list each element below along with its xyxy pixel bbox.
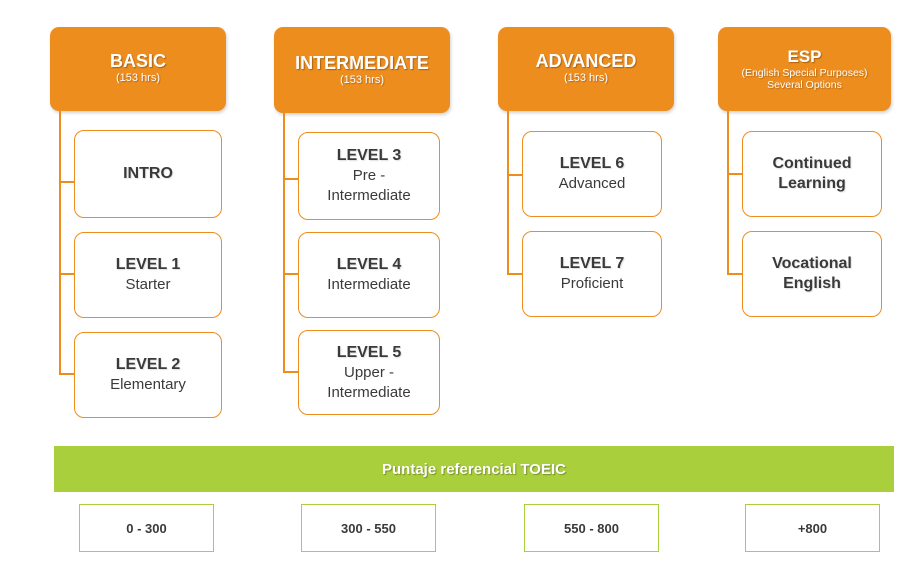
header-subtitle: (English Special Purposes) (741, 67, 868, 79)
level-name-cont: Intermediate (327, 383, 411, 401)
connector-line (59, 111, 61, 374)
toeic-score-basic: 0 - 300 (79, 504, 214, 552)
level-title: LEVEL 3 (336, 147, 402, 164)
header-title: ESP (787, 47, 822, 66)
level-box-level-7: LEVEL 7 Proficient (522, 231, 662, 317)
level-box-continued-learning: Continued Learning (742, 131, 882, 217)
header-esp: ESP (English Special Purposes) Several O… (718, 27, 891, 111)
toeic-banner: Puntaje referencial TOEIC (54, 446, 894, 492)
toeic-score-esp: +800 (745, 504, 880, 552)
level-title: LEVEL 5 (336, 343, 402, 361)
header-hours: (153 hrs) (563, 72, 609, 84)
connector-line (507, 273, 522, 275)
level-box-level-2: LEVEL 2 Elementary (74, 332, 222, 418)
header-advanced: ADVANCED (153 hrs) (498, 27, 674, 111)
header-basic: BASIC (153 hrs) (50, 27, 226, 111)
header-hours: (153 hrs) (339, 74, 385, 86)
header-title: ADVANCED (535, 51, 637, 71)
level-title: INTRO (123, 165, 173, 182)
level-box-intro: INTRO (74, 130, 222, 218)
toeic-score-advanced: 550 - 800 (524, 504, 659, 552)
level-name: Elementary (110, 376, 186, 393)
connector-line (59, 273, 74, 275)
toeic-score-intermediate: 300 - 550 (301, 504, 436, 552)
connector-line (59, 181, 74, 183)
level-title: LEVEL 7 (559, 255, 625, 272)
level-name-cont: Intermediate (327, 187, 411, 204)
connector-line (283, 273, 298, 275)
connector-line (507, 111, 509, 274)
connector-line (59, 373, 74, 375)
connector-line (283, 113, 285, 372)
level-name: Proficient (560, 275, 624, 292)
level-title: Vocational (772, 255, 852, 272)
header-title: INTERMEDIATE (295, 53, 429, 73)
level-title-cont: Learning (778, 175, 846, 192)
header-subtitle: Several Options (767, 79, 842, 91)
level-name: Advanced (558, 175, 626, 192)
level-box-level-3: LEVEL 3 Pre - Intermediate (298, 132, 440, 220)
connector-line (283, 178, 298, 180)
connector-line (283, 371, 298, 373)
level-box-level-6: LEVEL 6 Advanced (522, 131, 662, 217)
header-hours: (153 hrs) (115, 72, 161, 84)
level-box-level-5: LEVEL 5 Upper - Intermediate (298, 330, 440, 415)
level-name: Pre - (352, 167, 386, 184)
connector-line (727, 173, 742, 175)
level-box-level-4: LEVEL 4 Intermediate (298, 232, 440, 318)
level-title-cont: English (783, 275, 841, 292)
level-name: Intermediate (327, 276, 411, 293)
level-title: LEVEL 4 (336, 256, 402, 273)
header-intermediate: INTERMEDIATE (153 hrs) (274, 27, 450, 113)
level-title: LEVEL 6 (559, 155, 625, 172)
level-box-vocational-english: Vocational English (742, 231, 882, 317)
level-title: LEVEL 1 (115, 256, 181, 273)
connector-line (727, 111, 729, 274)
level-box-level-1: LEVEL 1 Starter (74, 232, 222, 318)
header-title: BASIC (109, 51, 166, 71)
level-title: LEVEL 2 (115, 356, 181, 373)
level-name: Upper - (343, 363, 395, 381)
level-name: Starter (125, 276, 171, 293)
connector-line (507, 174, 522, 176)
level-title: Continued (772, 155, 852, 172)
connector-line (727, 273, 742, 275)
